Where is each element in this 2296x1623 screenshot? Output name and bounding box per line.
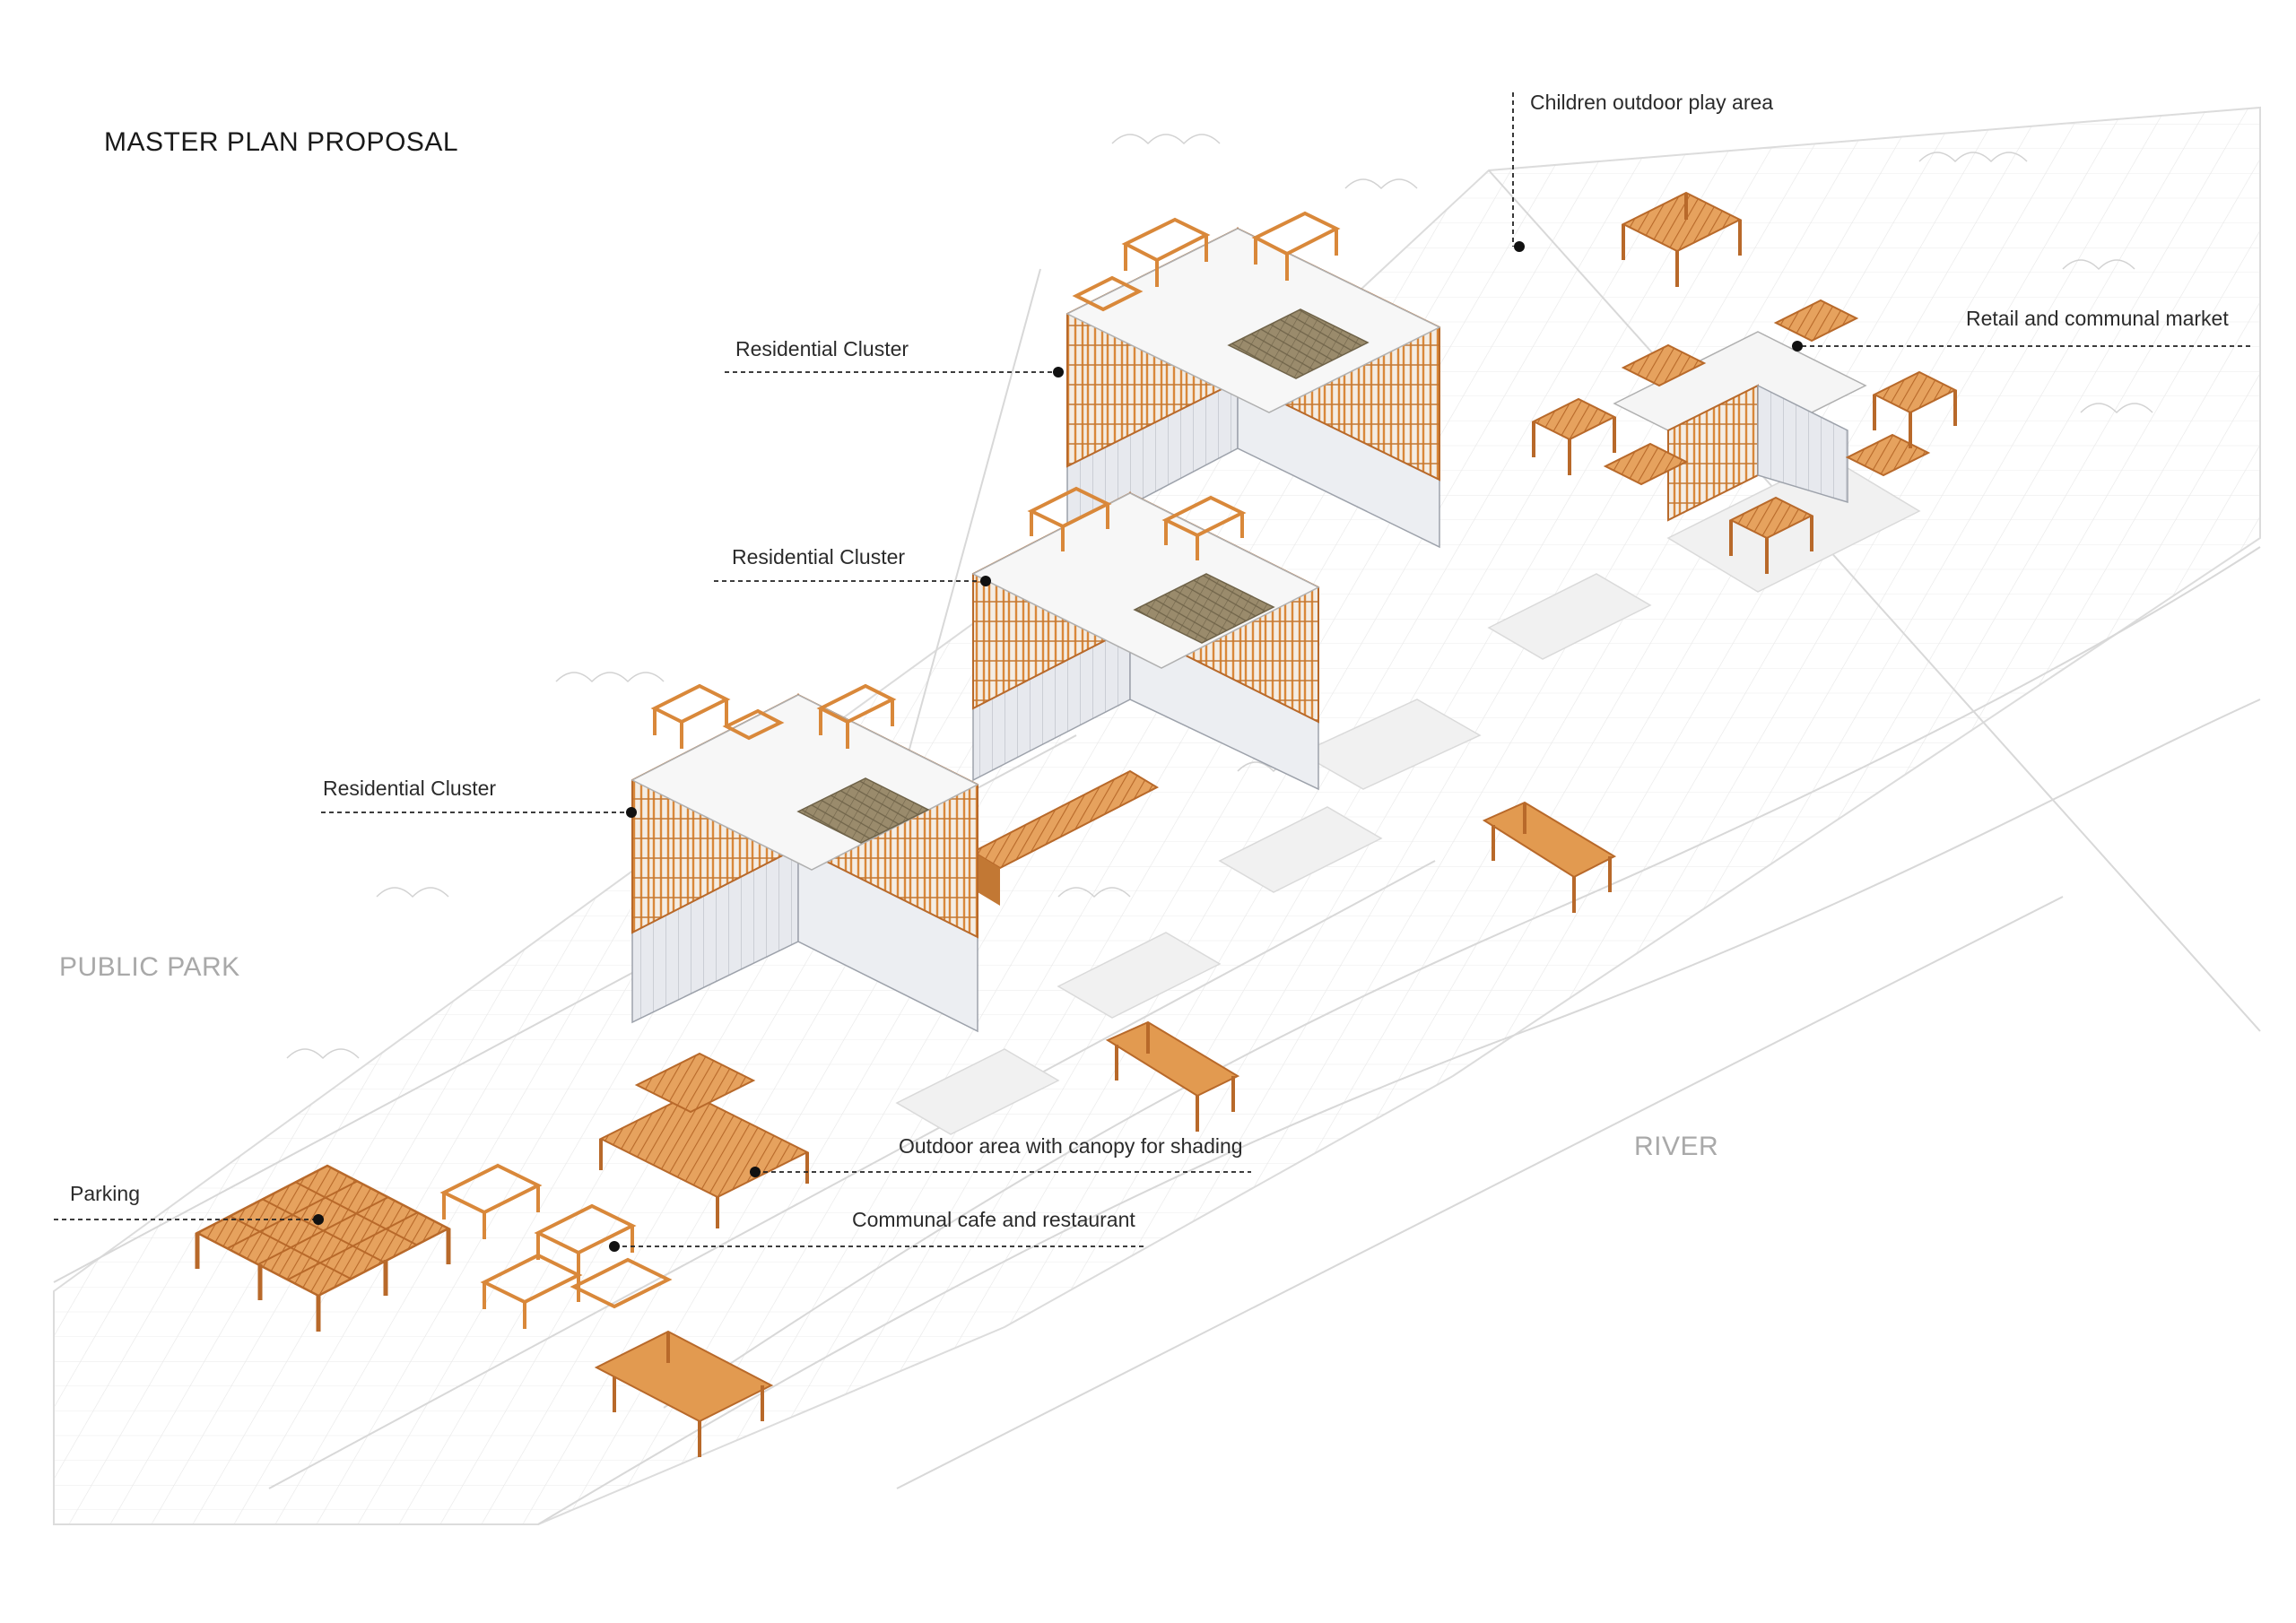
residential-cluster-middle	[971, 486, 1320, 791]
parking-canopy	[195, 1164, 451, 1332]
retail-market	[1531, 299, 1958, 574]
annotation-retail-market: Retail and communal market	[1966, 307, 2229, 330]
timber-bridge	[970, 769, 1160, 906]
annotation-communal-cafe: Communal cafe and restaurant	[852, 1208, 1135, 1231]
annotation-children-play-area: Children outdoor play area	[1530, 91, 1774, 114]
page-title: MASTER PLAN PROPOSAL	[104, 127, 459, 157]
annotation-parking: Parking	[70, 1182, 140, 1205]
leader-dots	[313, 241, 1803, 1252]
zone-label-river: RIVER	[1634, 1132, 1719, 1161]
leader-lines	[54, 92, 2251, 1247]
annotation-outdoor-canopy: Outdoor area with canopy for shading	[899, 1134, 1243, 1158]
annotation-residential-cluster-lower: Residential Cluster	[323, 777, 497, 800]
residential-cluster-upper	[1065, 211, 1441, 549]
zone-label-public-park: PUBLIC PARK	[59, 952, 240, 982]
riverside-canopies	[594, 801, 1617, 1457]
residential-cluster-lower	[631, 683, 979, 1033]
annotation-residential-cluster-middle: Residential Cluster	[732, 545, 906, 568]
play-pavilion	[1621, 191, 1743, 287]
communal-cafe	[439, 1163, 673, 1329]
annotation-residential-cluster-upper: Residential Cluster	[735, 337, 909, 360]
